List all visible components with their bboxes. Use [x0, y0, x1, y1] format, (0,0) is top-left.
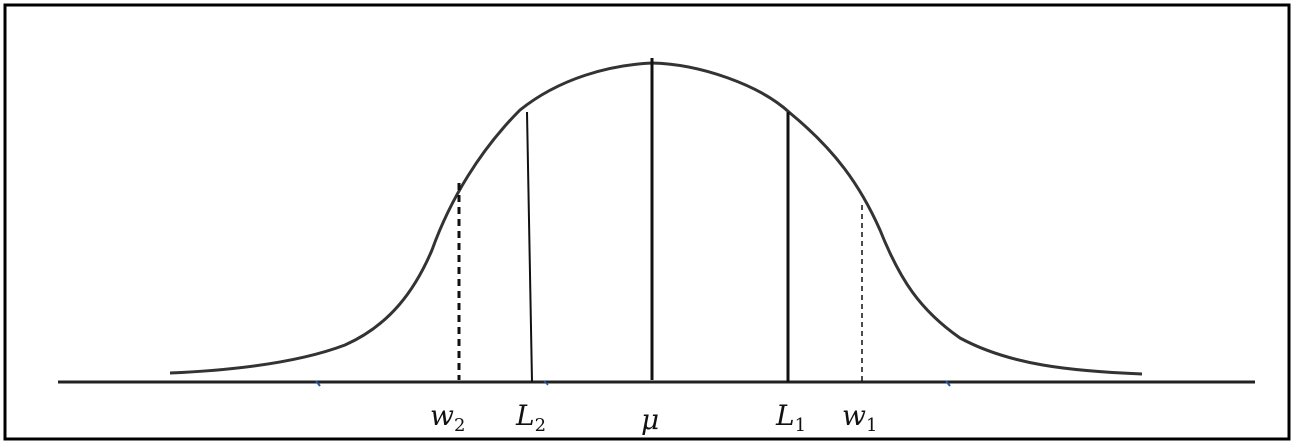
- l2-line: [526, 111, 533, 383]
- label-l2: L2: [515, 399, 546, 436]
- label-l1: L1: [775, 399, 806, 436]
- outer-border: [3, 3, 1291, 441]
- label-w2: w2: [430, 399, 465, 436]
- axis-tick-3: [543, 380, 549, 386]
- label-w1: w1: [842, 399, 877, 436]
- label-mu: μ: [641, 403, 659, 436]
- bell-curve: [169, 61, 1143, 376]
- axis-tick-2: [945, 380, 951, 387]
- axis-tick-1: [315, 380, 321, 387]
